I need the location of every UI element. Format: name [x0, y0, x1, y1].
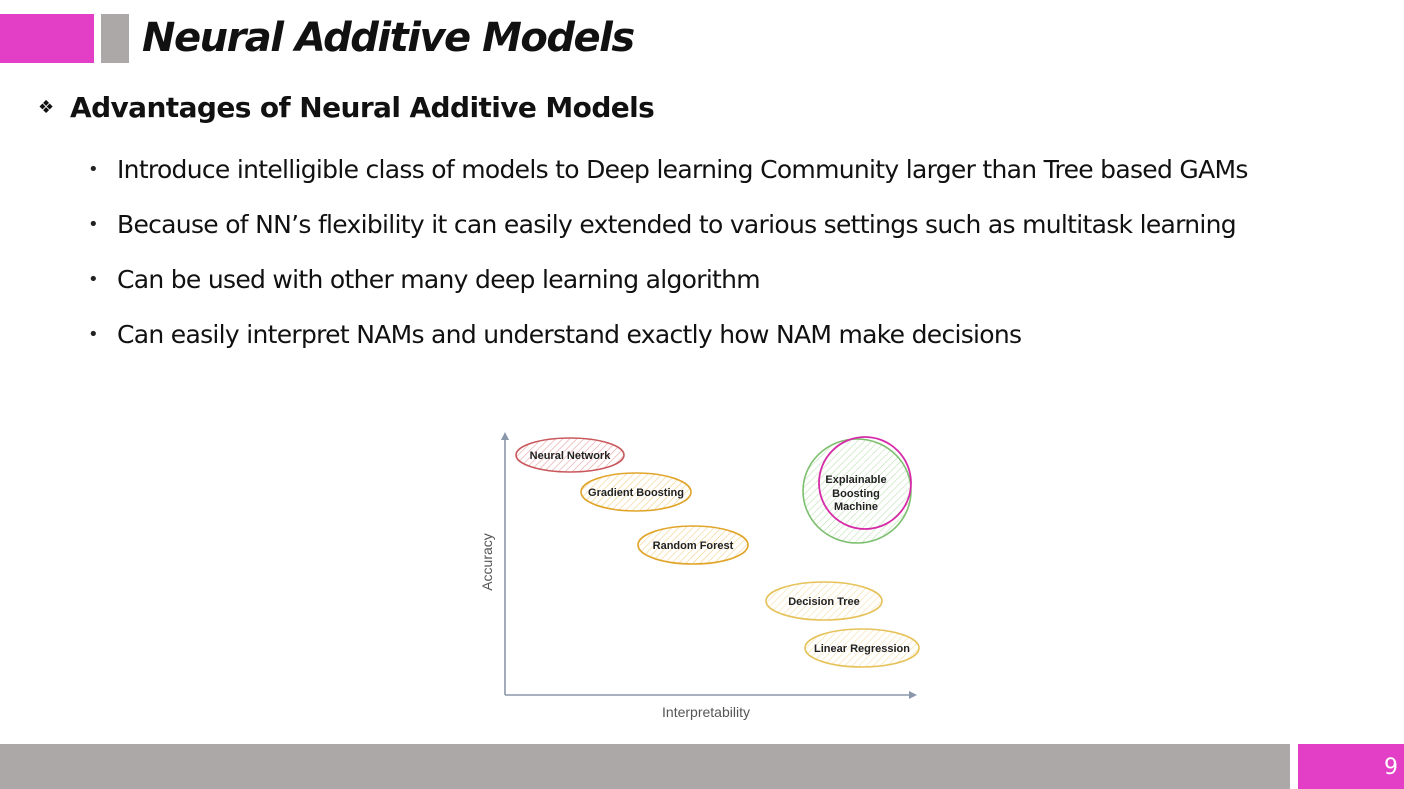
interpretability-accuracy-figure: Neural Network Gradient Boosting Random …	[479, 432, 920, 720]
title-accent-pink-block	[0, 14, 94, 63]
bullet-text: Can be used with other many deep learnin…	[117, 264, 761, 294]
x-axis-arrow-icon	[909, 691, 917, 699]
page-number: 9	[1384, 755, 1398, 780]
model-linear-regression: Linear Regression	[804, 628, 920, 668]
y-axis-arrow-icon	[501, 432, 509, 440]
label-decision-tree: Decision Tree	[788, 596, 860, 608]
y-axis-label: Accuracy	[479, 533, 495, 591]
label-ebm-line2: Boosting	[832, 488, 880, 500]
bullet-text: Can easily interpret NAMs and understand…	[117, 319, 1022, 349]
label-ebm-line3: Machine	[834, 501, 878, 513]
label-gradient-boosting: Gradient Boosting	[588, 487, 684, 499]
bullet-dot-icon: •	[88, 268, 99, 290]
diamond-bullet-icon: ❖	[38, 97, 55, 118]
label-linear-regression: Linear Regression	[814, 643, 910, 655]
model-random-forest: Random Forest	[637, 525, 749, 565]
bullet-text: Because of NN’s flexibility it can easil…	[117, 209, 1237, 239]
ellipse-linear-regression	[804, 628, 920, 668]
list-item: • Because of NN’s flexibility it can eas…	[88, 197, 1248, 252]
section-heading: ❖ Advantages of Neural Additive Models	[38, 90, 655, 126]
bullet-list: • Introduce intelligible class of models…	[88, 142, 1248, 362]
list-item: • Can easily interpret NAMs and understa…	[88, 307, 1248, 362]
model-gradient-boosting: Gradient Boosting	[580, 472, 692, 512]
bullet-text: Introduce intelligible class of models t…	[117, 154, 1248, 184]
section-heading-text: Advantages of Neural Additive Models	[70, 91, 655, 124]
label-neural-network: Neural Network	[530, 450, 612, 462]
label-random-forest: Random Forest	[653, 540, 734, 552]
ellipse-neural-network	[515, 437, 625, 473]
slide-title: Neural Additive Models	[142, 15, 635, 61]
figure-axes	[501, 432, 917, 699]
footer-bar	[0, 744, 1290, 789]
x-axis-label: Interpretability	[662, 704, 750, 720]
label-ebm-line1: Explainable	[825, 474, 886, 486]
ellipse-ebm-magenta	[818, 436, 912, 530]
bullet-dot-icon: •	[88, 213, 99, 235]
model-neural-network: Neural Network	[515, 437, 625, 473]
bullet-dot-icon: •	[88, 158, 99, 180]
bullet-dot-icon: •	[88, 323, 99, 345]
list-item: • Can be used with other many deep learn…	[88, 252, 1248, 307]
model-explainable-boosting-machine: Explainable Boosting Machine	[802, 436, 912, 544]
ellipse-gradient-boosting	[580, 472, 692, 512]
model-decision-tree: Decision Tree	[765, 581, 883, 621]
ellipse-decision-tree	[765, 581, 883, 621]
ellipse-random-forest	[637, 525, 749, 565]
list-item: • Introduce intelligible class of models…	[88, 142, 1248, 197]
title-accent-gray-block	[101, 14, 129, 63]
page-number-box: 9	[1298, 744, 1404, 789]
